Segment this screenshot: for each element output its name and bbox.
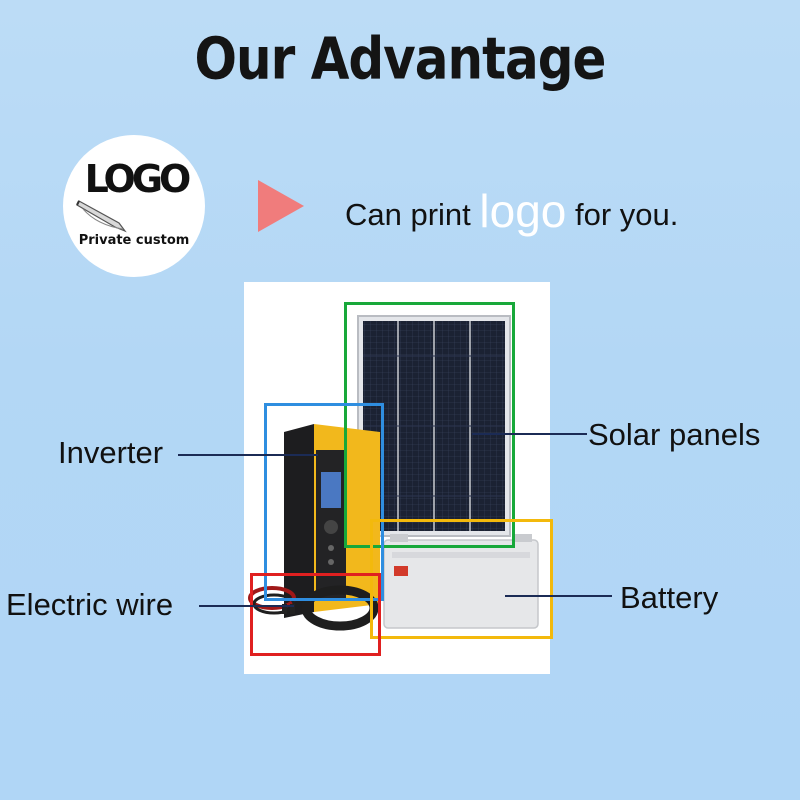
logo-badge: LOGO Private custom: [63, 135, 205, 277]
battery-highlight-box: [370, 519, 553, 639]
page-title: Our Advantage: [194, 25, 607, 93]
logo-caption: Private custom: [78, 233, 190, 248]
slogan-highlight: logo: [479, 185, 567, 237]
leader-solar-panels: [472, 433, 587, 435]
pen-icon: [76, 200, 127, 233]
solar-panels-highlight-box: [344, 302, 515, 548]
label-solar-panels: Solar panels: [588, 417, 761, 452]
product-photo: [244, 282, 550, 674]
leader-inverter: [178, 454, 318, 456]
battery-graphic: [383, 534, 539, 629]
inverter-graphic: [284, 424, 380, 618]
slogan-before: Can print: [345, 197, 480, 232]
logo-text: LOGO: [84, 157, 192, 201]
leader-battery: [505, 595, 612, 597]
inverter-highlight-box: [264, 403, 384, 601]
label-inverter: Inverter: [58, 435, 164, 470]
solar-kit-illustration: [248, 315, 539, 631]
label-electric-wire: Electric wire: [6, 587, 174, 622]
solar-panel-graphic: [357, 315, 511, 537]
play-arrow-icon: [258, 180, 304, 232]
slogan: Can print logo for you.: [345, 182, 679, 237]
electric-wire-graphic: [248, 585, 379, 631]
leader-electric-wire: [199, 605, 294, 607]
label-battery: Battery: [620, 580, 719, 615]
slogan-after: for you.: [566, 197, 679, 232]
electric-wire-highlight-box: [250, 573, 381, 656]
